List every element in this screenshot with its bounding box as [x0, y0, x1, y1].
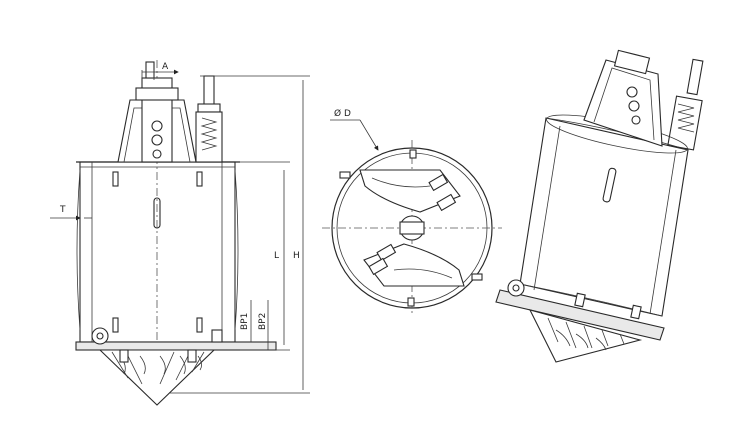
cylinder-body: [79, 161, 236, 343]
label-diameter: Ø D: [334, 108, 351, 119]
label-t: T: [59, 205, 66, 215]
label-a: A: [162, 62, 169, 72]
front-view: [75, 60, 277, 406]
label-h: H: [293, 251, 300, 261]
spring-latch: [195, 75, 223, 163]
plan-view: Ø D: [322, 108, 502, 316]
dimensions: A T L H BP1 BP2: [50, 62, 310, 394]
cutting-teeth: [98, 349, 216, 406]
label-l: L: [274, 251, 279, 261]
isometric-view: [495, 49, 704, 363]
label-bp2: BP2: [258, 313, 268, 330]
label-bp1: BP1: [240, 313, 250, 330]
kelly-box: [117, 61, 197, 163]
